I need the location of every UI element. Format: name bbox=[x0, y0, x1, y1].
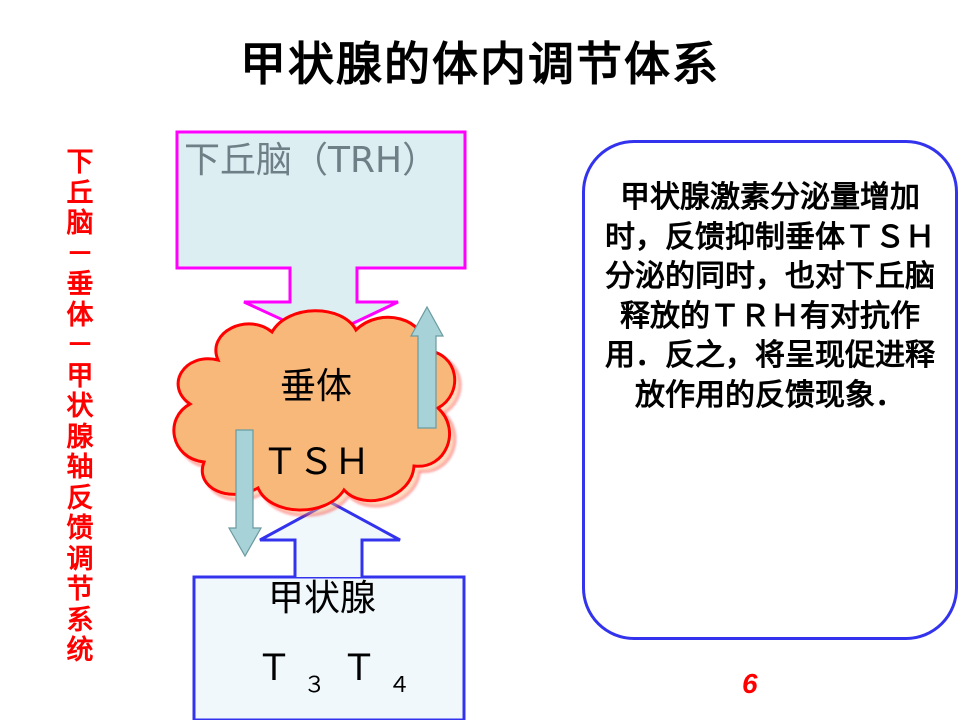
thyroid-label: 甲状腺 bbox=[268, 578, 376, 619]
hypothalamus-arrow bbox=[175, 130, 467, 340]
t4-main: Ｔ bbox=[341, 648, 377, 689]
feedback-up-arrow bbox=[409, 305, 445, 429]
thyroid-arrow bbox=[192, 575, 466, 720]
page-number: 6 bbox=[742, 668, 758, 699]
thyroid-arrow-head bbox=[259, 500, 401, 577]
explanation-text: 甲状腺激素分泌量增加时，反馈抑制垂体ＴＳＨ分泌的同时，也对下丘脑释放的ＴＲＨ有对… bbox=[605, 180, 935, 413]
t3-main: Ｔ bbox=[256, 648, 292, 689]
stimulation-down-arrow bbox=[227, 429, 263, 558]
thyroid-hormones: Ｔ ３ Ｔ ４ bbox=[256, 648, 410, 701]
t4-subscript: ４ bbox=[388, 673, 410, 698]
explanation-box bbox=[582, 140, 958, 640]
t3-subscript: ３ bbox=[303, 673, 325, 698]
side-label-axis: 下丘脑－垂体－甲状腺轴反馈调节系统 bbox=[66, 147, 94, 666]
pituitary-hormone-label: ＴＳＨ bbox=[262, 442, 370, 483]
hypothalamus-label: 下丘脑（TRH） bbox=[184, 140, 438, 181]
page-title: 甲状腺的体内调节体系 bbox=[240, 37, 720, 91]
pituitary-label: 垂体 bbox=[280, 366, 352, 407]
